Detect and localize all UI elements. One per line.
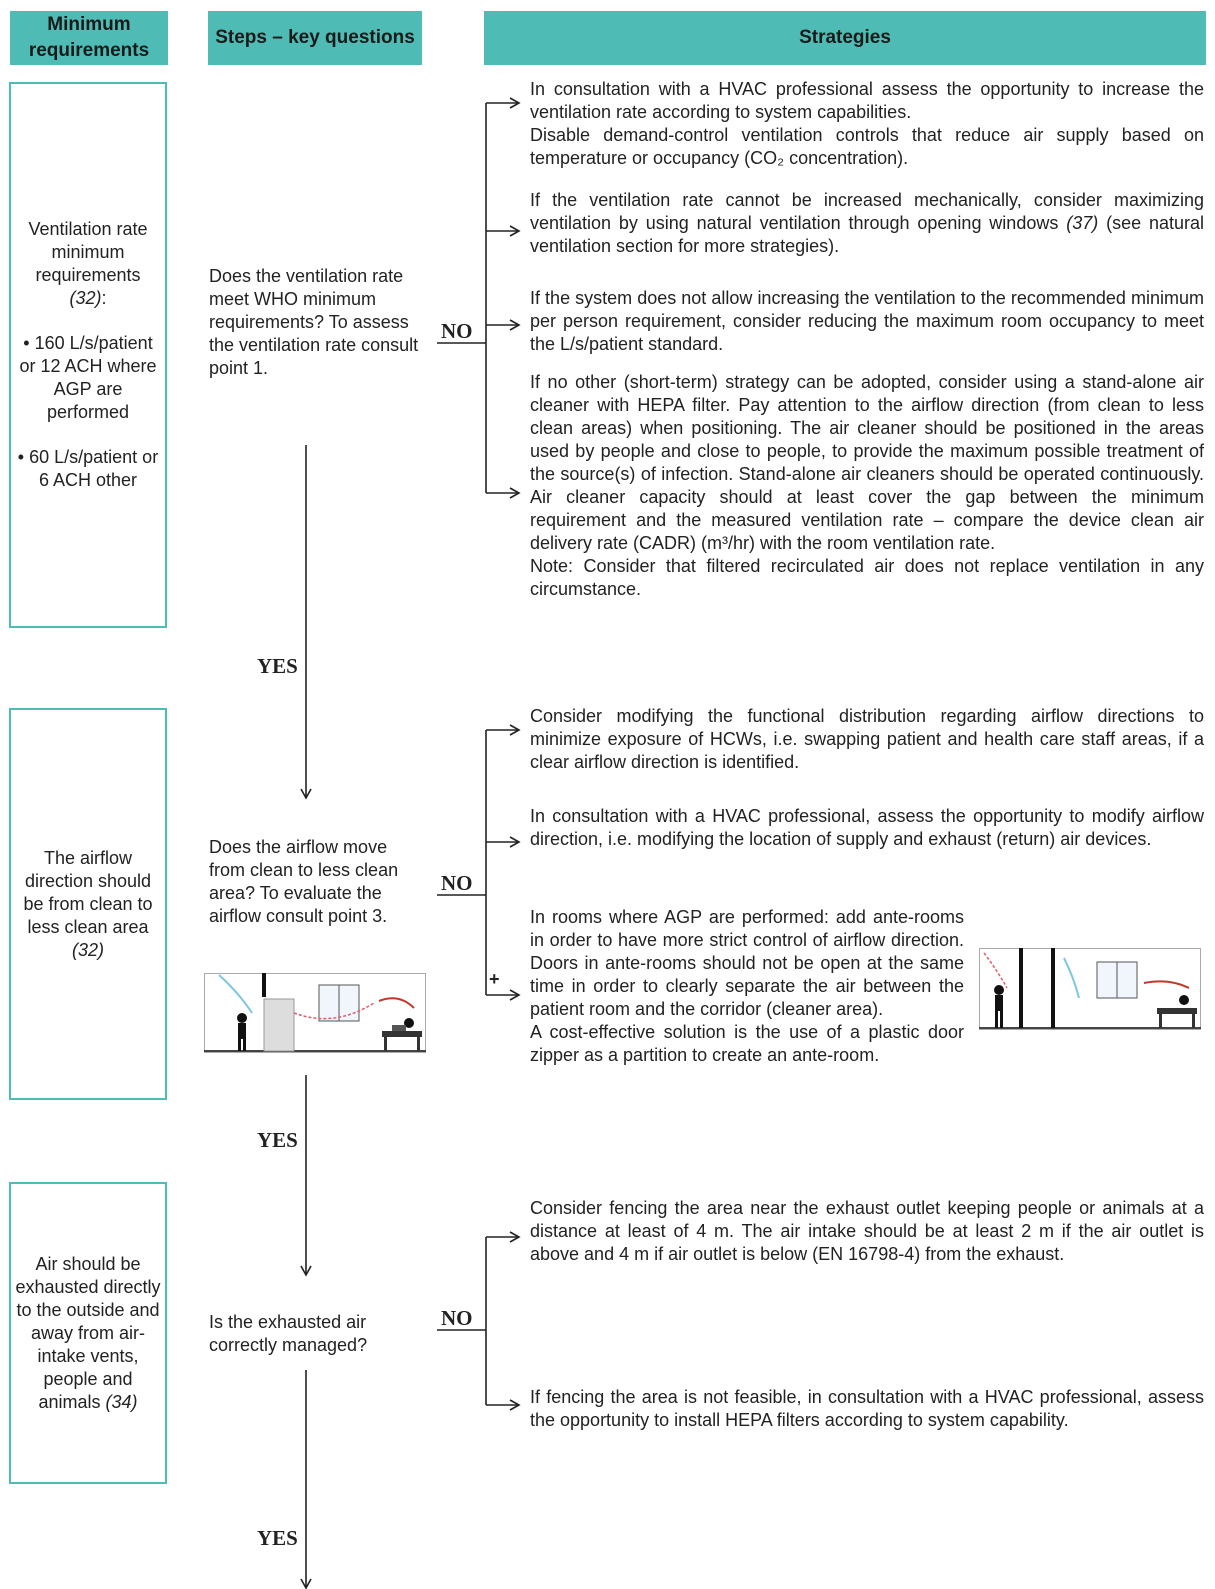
yes-label-ventilation: YES (257, 654, 298, 678)
strategy-reduce-occupancy: If the system does not allow increasing … (530, 287, 1204, 356)
plus-label-ante-rooms: + (489, 969, 500, 989)
yes-label-exhaust: YES (257, 1526, 298, 1550)
question-text: Does the ventilation rate meet WHO minim… (209, 266, 419, 378)
requirement-title-text: Ventilation rate minimum requirements (28, 219, 148, 285)
no-branch-ventilation (437, 97, 521, 499)
strategy-text: In consultation with a HVAC professional… (530, 806, 1204, 849)
requirement-airflow-body: The airflow direction should be from cle… (23, 847, 153, 937)
strategy-text: In rooms where AGP are performed: add an… (530, 907, 964, 1019)
ante-room-icon (979, 948, 1201, 1030)
no-branch-airflow (437, 724, 521, 1001)
strategy-functional-distribution: Consider modifying the functional distri… (530, 705, 1204, 774)
strategy-ante-rooms: In rooms where AGP are performed: add an… (530, 906, 964, 1067)
strategy-fencing: Consider fencing the area near the exhau… (530, 1197, 1204, 1266)
no-branch-exhaust (437, 1231, 521, 1411)
reference-37: (37) (1066, 213, 1099, 233)
header-minimum-requirements: Minimum requirements (10, 11, 168, 65)
requirement-airflow-text: The airflow direction should be from cle… (15, 847, 161, 962)
strategy-text-part: If the ventilation rate cannot be increa… (530, 190, 1204, 233)
strategy-text-part: (see natural ventilation section for mor… (530, 213, 1204, 256)
reference-34: (34) (105, 1391, 138, 1412)
room-airflow-icon (204, 973, 426, 1053)
requirement-exhaust-text: Air should be exhausted directly to the … (15, 1253, 161, 1414)
reference-32: (32) (69, 288, 102, 308)
reference-32: (32) (71, 939, 104, 960)
strategy-hepa-filters: If fencing the area is not feasible, in … (530, 1386, 1204, 1432)
requirement-title: Ventilation rate minimum requirements (32… (15, 218, 161, 310)
strategy-text: Consider fencing the area near the exhau… (530, 1198, 1204, 1264)
ref-suffix: : (101, 288, 107, 308)
requirement-ventilation-rate: Ventilation rate minimum requirements (32… (9, 82, 167, 628)
strategy-modify-airflow: In consultation with a HVAC professional… (530, 805, 1204, 851)
requirement-airflow-direction: The airflow direction should be from cle… (9, 708, 167, 1100)
question-ventilation-rate: Does the ventilation rate meet WHO minim… (209, 265, 423, 380)
yes-label-airflow: YES (257, 1128, 298, 1152)
strategy-increase-ventilation: In consultation with a HVAC professional… (530, 78, 1204, 170)
illustration-ante-room (979, 948, 1201, 1030)
no-label-airflow: NO (441, 871, 473, 895)
requirement-exhausted-air: Air should be exhausted directly to the … (9, 1182, 167, 1484)
strategy-text: If the ventilation rate cannot be increa… (530, 189, 1204, 258)
header-text: Strategies (799, 27, 891, 48)
strategy-note: Note: Consider that filtered recirculate… (530, 556, 1204, 599)
question-exhausted-air: Is the exhausted air correctly managed? (209, 1311, 423, 1357)
requirement-bullet-other: • 60 L/s/patient or 6 ACH other (17, 447, 159, 490)
illustration-room-airflow (204, 973, 426, 1053)
question-text: Is the exhausted air correctly managed? (209, 1312, 368, 1355)
strategy-text: If the system does not allow increasing … (530, 288, 1204, 354)
no-label-ventilation: NO (441, 319, 473, 343)
strategy-text: Disable demand-control ventilation contr… (530, 125, 1204, 168)
no-label-exhaust: NO (441, 1306, 473, 1330)
strategy-natural-ventilation: If the ventilation rate cannot be increa… (530, 189, 1204, 258)
strategy-text: A cost-effective solution is the use of … (530, 1022, 964, 1065)
strategy-air-cleaner: If no other (short-term) strategy can be… (530, 371, 1204, 601)
header-text: Steps – key questions (215, 27, 415, 48)
strategy-text: If fencing the area is not feasible, in … (530, 1387, 1204, 1430)
header-text: Minimum requirements (28, 14, 150, 61)
requirement-bullet-agp: • 160 L/s/patient or 12 ACH where AGP ar… (19, 333, 157, 422)
question-airflow: Does the airflow move from clean to less… (209, 836, 423, 928)
strategy-text: Consider modifying the functional distri… (530, 706, 1204, 772)
header-strategies: Strategies (484, 11, 1206, 65)
header-steps-key-questions: Steps – key questions (208, 11, 422, 65)
requirement-exhaust-body: Air should be exhausted directly to the … (15, 1253, 161, 1412)
question-text: Does the airflow move from clean to less… (209, 837, 399, 926)
strategy-text: In consultation with a HVAC professional… (530, 79, 1204, 122)
strategy-text: If no other (short-term) strategy can be… (530, 372, 1204, 553)
